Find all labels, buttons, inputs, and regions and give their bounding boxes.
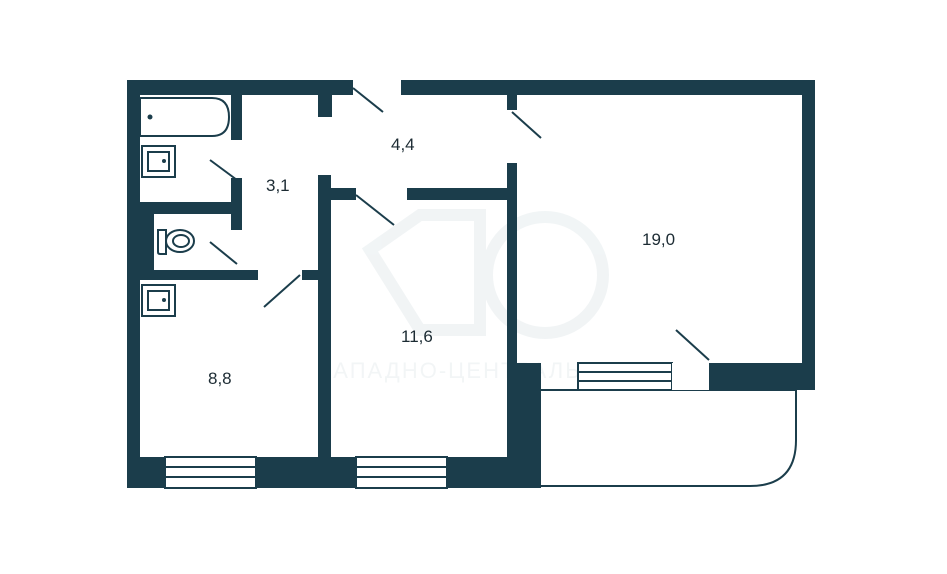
wall-mid: [507, 163, 517, 363]
wall-mid-lower: [507, 363, 541, 488]
wall-pillar: [318, 95, 332, 117]
balcony-outline: [541, 389, 797, 487]
watermark: ЗАПАДНО-ЦЕНТРАЛЬНОЕ: [318, 209, 633, 383]
door-kitchen: [263, 274, 301, 308]
window-lines: [165, 371, 672, 478]
watermark-logo-icon: [361, 209, 486, 336]
window-bedroom: [355, 456, 448, 489]
wall-bedroom-top-2: [407, 188, 507, 200]
bathtub-icon: [139, 97, 231, 137]
balcony-door-gap: [672, 363, 709, 390]
wall-left: [127, 80, 140, 488]
wall-bath-divider: [231, 95, 242, 140]
wall-kitchen-top: [302, 270, 318, 280]
toilet-icon: [157, 229, 167, 255]
wall-wc-left: [140, 202, 154, 280]
wall-bottom-2: [256, 457, 356, 488]
wall-bath-wc: [140, 202, 242, 214]
wall-right: [802, 80, 815, 390]
wall-wc-bottom: [140, 270, 258, 280]
window-living: [577, 362, 673, 391]
windows: [164, 362, 673, 489]
room-area-hall: 4,4: [391, 135, 415, 154]
door-balcony: [675, 329, 710, 361]
door-entrance: [352, 87, 384, 113]
fixtures: [139, 97, 231, 317]
walls: [127, 80, 815, 488]
wall-bedroom-top-1: [331, 188, 356, 200]
door-bath: [209, 159, 238, 181]
doors: [209, 87, 710, 361]
door-living: [511, 111, 542, 139]
wall-mid-top: [507, 95, 517, 110]
room-area-kitchen: 8,8: [208, 369, 232, 388]
wall-bedroom-left: [318, 175, 331, 457]
watermark-circle-icon: [481, 211, 609, 339]
wall-top-left: [127, 80, 353, 95]
window-kitchen: [164, 456, 257, 489]
room-area-bedroom: 11,6: [401, 327, 433, 346]
door-bedroom: [355, 194, 395, 226]
door-wc: [209, 241, 238, 265]
wall-bottom-1: [127, 457, 165, 488]
wall-living-block: [709, 363, 815, 390]
room-area-living: 19,0: [642, 230, 675, 249]
wall-top-right: [401, 80, 815, 95]
room-area-corridor: 3,1: [266, 176, 290, 195]
